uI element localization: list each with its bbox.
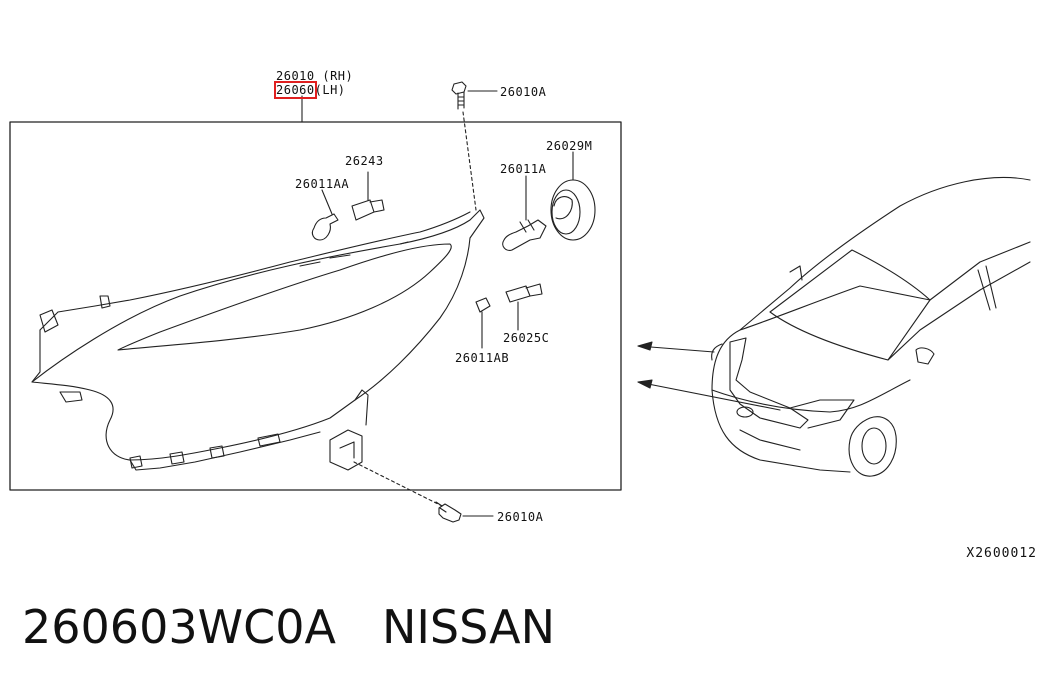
callout-assembly-rh: 26010 (RH) [276,69,354,83]
callout-bulb-26011aa: 26011AA [295,177,350,191]
bulb-icon [502,175,547,251]
callout-lh-side: (LH) [314,83,346,97]
dust-cap-icon [550,151,596,241]
highlighted-part-code[interactable]: 26060 [274,81,317,99]
callout-bolt-bottom: 26010A [497,510,544,524]
brand-name: NISSAN [381,600,556,654]
car-front-icon [711,177,1031,477]
bulb-icon [475,297,491,349]
callout-bulb-26011ab: 26011AB [455,351,510,365]
headlamp-assembly-icon [31,209,485,471]
footer-part-line: 260603WC0A NISSAN [22,600,555,654]
bulb-icon [505,283,543,331]
socket-icon [351,171,385,221]
bolt-leader-top [462,111,477,211]
callout-bulb-26025c: 26025C [503,331,550,345]
bolt-leader-bottom [353,461,443,507]
callout-socket-26243: 26243 [345,154,384,168]
diagram-frame [9,121,622,491]
bolt-icon [435,501,494,523]
callout-bolt-top: 26010A [500,85,547,99]
bolt-icon [451,81,498,110]
callout-bulb-26011a: 26011A [500,162,547,176]
diagram-reference-code: X2600012 [966,546,1037,561]
bulb-icon [311,189,339,241]
callout-cap-26029m: 26029M [546,139,593,153]
part-number: 260603WC0A [22,600,336,654]
arrow-left-icon [637,341,715,353]
callout-assembly-lh: 26060(LH) [274,81,346,99]
arrow-left-icon [637,379,781,411]
